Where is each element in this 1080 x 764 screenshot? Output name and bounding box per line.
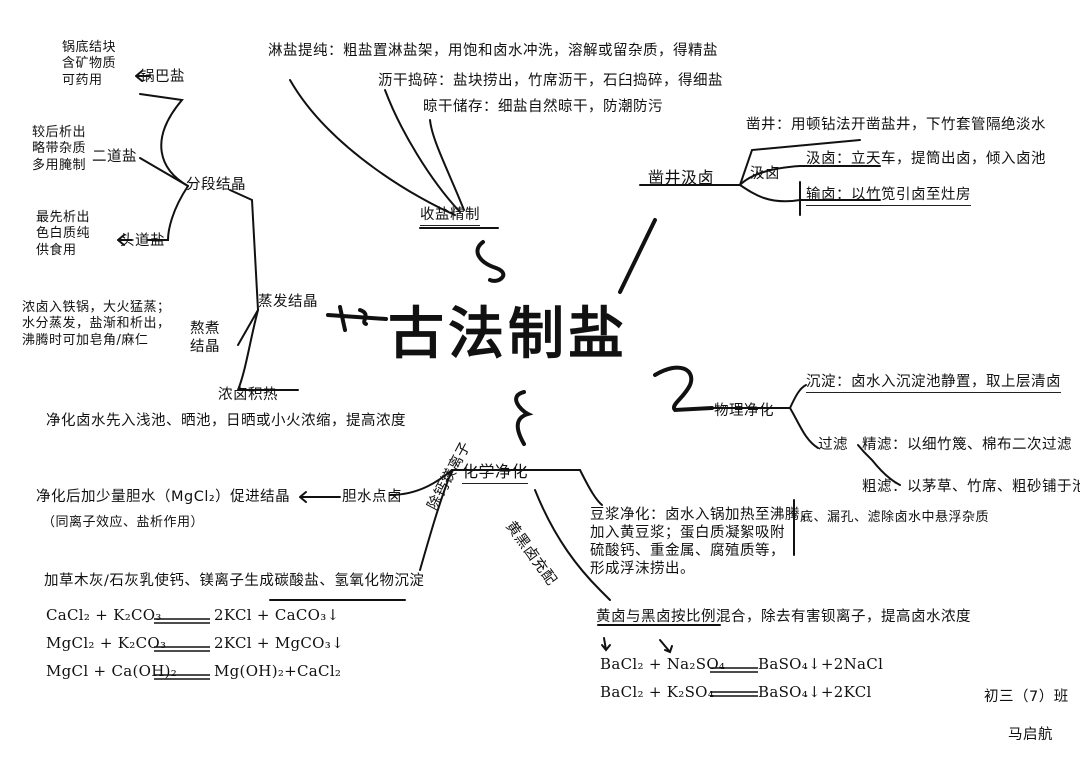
brine-eq-1-rhs: BaSO₄↓+2NaCl [758, 655, 884, 673]
brine-eq-2-rhs: BaSO₄↓+2KCl [758, 683, 872, 701]
first-salt-note: 最先析出 色白质纯 供食用 [36, 210, 91, 258]
first-salt: 头道盐 [120, 233, 165, 249]
lift-brine: 汲卤：立天车，提筒出卤，倾入卤池 [806, 151, 1046, 167]
soymilk-note: 豆浆净化：卤水入锅加热至沸腾， 加入黄豆浆；蛋白质凝絮吸附 硫酸钙、重金属、腐殖… [590, 507, 815, 578]
item-drying: 晾干储存：细盐自然晾干，防潮防污 [423, 99, 663, 115]
stroke-right [653, 365, 714, 413]
signature-class: 初三（7）班 [984, 689, 1069, 705]
eq-double-bars [154, 618, 210, 680]
eq-3-lhs: MgCl + Ca(OH)₂ [46, 662, 178, 680]
brine-eq-1-lhs: BaCl₂ + Na₂SO₄ [600, 655, 726, 673]
transport-brine: 输卤：以竹笕引卤至灶房 [806, 186, 971, 207]
concentrate-note: 净化卤水先入浅池、晒池，日晒或小火浓缩，提高浓度 [46, 413, 406, 429]
eq-2-rhs: 2KCl + MgCO₃↓ [214, 634, 344, 652]
stroke-right-top [618, 218, 657, 294]
center-title: 古法制盐 [388, 302, 628, 367]
pot-salt-note: 锅底结块 含矿物质 可药用 [62, 40, 117, 88]
concentrate: 浓卤积热 [218, 387, 278, 403]
fine-filter: 精滤：以细竹篾、棉布二次过滤 [862, 437, 1072, 453]
removal-note: 加草木灰/石灰乳使钙、镁离子生成碳酸盐、氢氧化物沉淀 [44, 573, 425, 589]
eq-1-lhs: CaCl₂ + K₂CO₃ [46, 606, 162, 624]
eq-1-rhs: 2KCl + CaCO₃↓ [214, 606, 340, 624]
branch-evaporation: 蒸发结晶 [258, 294, 318, 310]
second-salt-note: 较后析出 略带杂质 多用腌制 [32, 125, 87, 173]
boil-crystal: 熬煮 结晶 [190, 321, 220, 356]
draw-brine: 汲卤 [750, 166, 780, 182]
coarse-filter: 粗滤：以茅草、竹席、粗砂铺于池 [862, 479, 1080, 495]
sub-branch-staged-crystallization: 分段结晶 [186, 177, 246, 193]
branch-salt-refining: 收盐精制 [420, 206, 480, 227]
branch-chemical-purification: 化学净化 [462, 462, 529, 484]
soymilk-tail: 底、漏孔、滤除卤水中悬浮杂质 [800, 510, 990, 525]
drill-well: 凿井：用顿钻法开凿盐井，下竹套管隔绝淡水 [746, 117, 1046, 133]
item-draining: 沥干捣碎：盐块捞出，竹席沥干，石臼捣碎，得细盐 [378, 73, 723, 89]
gypsum-note: 净化后加少量胆水（MgCl₂）促进结晶 [36, 489, 291, 505]
pot-salt: 锅巴盐 [140, 69, 185, 85]
branch-physical-purification: 物理净化 [714, 403, 774, 419]
settle: 沉淀：卤水入沉淀池静置，取上层清卤 [806, 373, 1061, 394]
branch-well-drilling: 凿井汲卤 [648, 168, 715, 187]
brine-eq-double-bars [710, 667, 758, 697]
stroke-bottom [514, 390, 534, 446]
item-leaching: 淋盐提纯：粗盐置淋盐架，用饱和卤水冲洗，溶解或留杂质，得精盐 [268, 43, 718, 59]
stroke-top [475, 240, 506, 283]
brine-mix-note: 黄卤与黑卤按比例混合，除去有害钡离子，提高卤水浓度 [596, 609, 971, 625]
eq-3-rhs: Mg(OH)₂+CaCl₂ [214, 662, 342, 680]
brine-eq-2-lhs: BaCl₂ + K₂SO₄ [600, 683, 715, 701]
eq-2-lhs: MgCl₂ + K₂CO₃ [46, 634, 167, 652]
gypsum-branch: 胆水点卤 [342, 489, 402, 505]
filter: 过滤 [818, 437, 848, 453]
boil-note: 浓卤入铁锅，大火猛蒸； 水分蒸发，盐渐和析出， 沸腾时可加皂角/麻仁 [22, 300, 171, 348]
stroke-left [326, 305, 388, 332]
gypsum-note-2: （同离子效应、盐析作用） [42, 515, 205, 530]
signature-name: 马启航 [1008, 727, 1053, 743]
second-salt: 二道盐 [92, 149, 137, 165]
